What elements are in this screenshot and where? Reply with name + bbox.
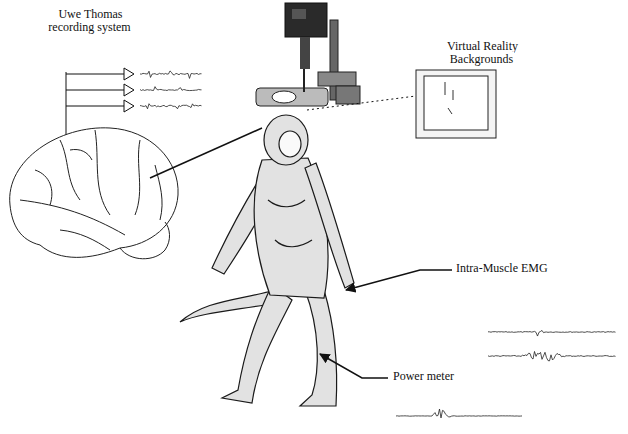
signal-traces (140, 71, 616, 418)
microdrive (256, 3, 360, 106)
label-text: Uwe Thomas recording system (48, 7, 131, 34)
label-text: Virtual Reality Backgrounds (446, 39, 518, 66)
signal-trace (396, 409, 522, 418)
gaze-line (307, 96, 416, 110)
leader-line (320, 354, 388, 378)
label-text: Intra-Muscle EMG (455, 261, 549, 275)
label-box: Virtual Reality Backgrounds (430, 40, 534, 66)
signal-trace (488, 330, 616, 336)
label-box: Power meter (392, 370, 492, 383)
label-text: Power meter (392, 369, 455, 383)
amplifier-channels (66, 68, 134, 135)
brain (10, 128, 178, 259)
label-box: Intra-Muscle EMG (455, 262, 575, 275)
recording-lead (150, 128, 262, 178)
signal-trace (140, 71, 202, 79)
signal-trace (140, 104, 202, 109)
monkey (180, 115, 354, 406)
signal-trace (140, 87, 202, 91)
signal-trace (488, 351, 616, 360)
leader-line (346, 270, 452, 290)
label-box: Uwe Thomas recording system (44, 8, 136, 34)
monitor (416, 70, 496, 138)
